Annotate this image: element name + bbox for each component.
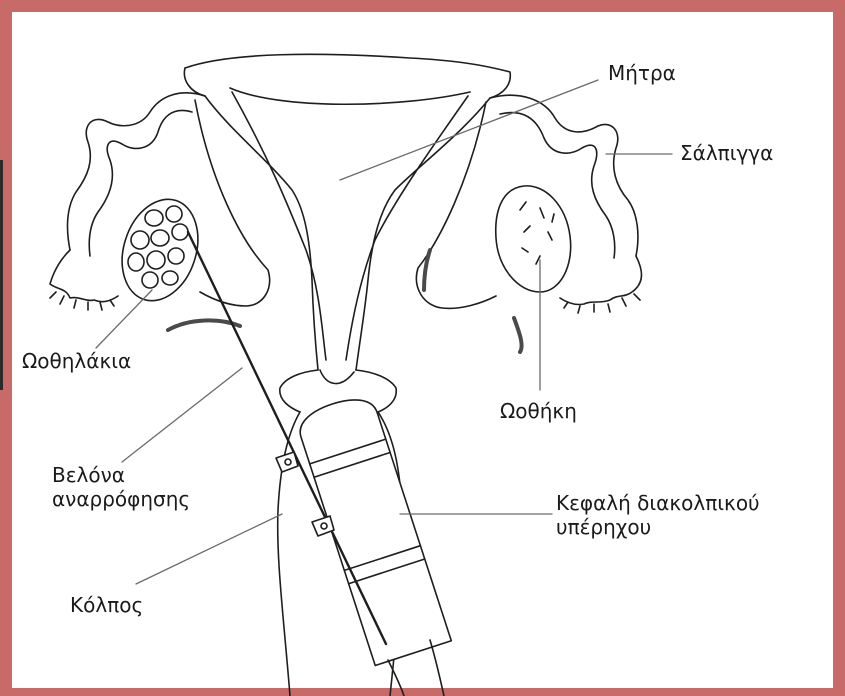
label-aspiration-needle-line2: αναρρόφησης xyxy=(52,488,190,512)
left-fimbriae xyxy=(50,250,118,310)
label-ovary: Ωοθήκη xyxy=(500,400,577,424)
right-ovary xyxy=(496,186,571,292)
label-aspiration-needle: Βελόνα αναρρόφησης xyxy=(52,464,190,511)
label-ultrasound-probe-line1: Κεφαλή διακολπικού xyxy=(556,492,760,516)
label-ultrasound-probe-line2: υπέρηχου xyxy=(556,516,760,540)
label-aspiration-needle-line1: Βελόνα xyxy=(52,464,190,488)
left-ligament xyxy=(195,100,270,306)
label-fallopian-tube: Σάλπιγγα xyxy=(680,142,773,166)
left-ovary xyxy=(110,189,211,310)
right-ovary-texture xyxy=(520,202,554,264)
uterus-cavity xyxy=(230,88,470,360)
leader-follicles xyxy=(96,290,152,348)
leader-needle xyxy=(122,368,242,462)
right-fallopian-tube xyxy=(490,95,638,258)
label-uterus: Μήτρα xyxy=(608,62,676,86)
leader-vagina xyxy=(136,514,282,584)
label-vagina: Κόλπος xyxy=(70,594,143,618)
label-ultrasound-probe: Κεφαλή διακολπικού υπέρηχου xyxy=(556,492,760,539)
label-follicles: Ωοθηλάκια xyxy=(22,350,131,374)
right-fimbriae xyxy=(560,256,642,313)
